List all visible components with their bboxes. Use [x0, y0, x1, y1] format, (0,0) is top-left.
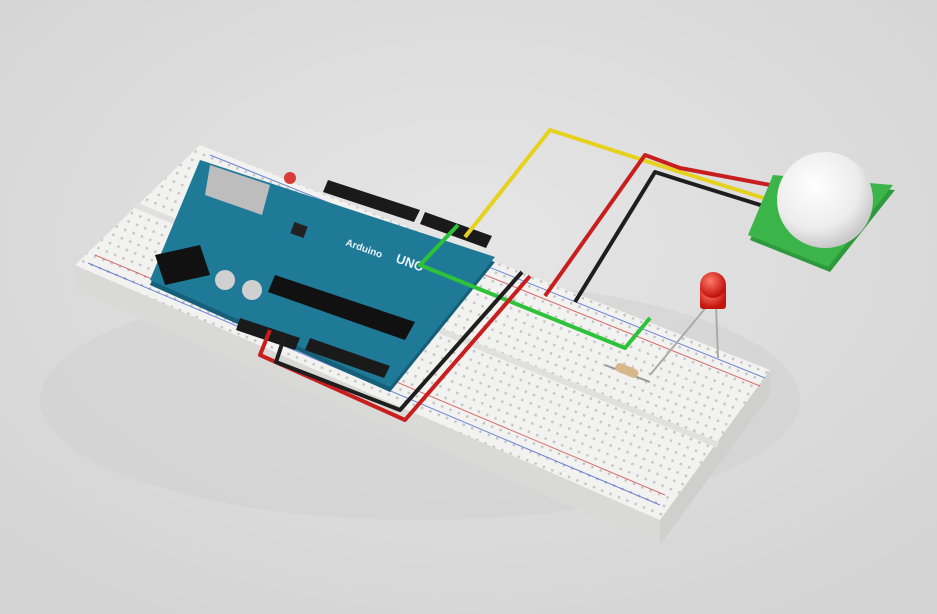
- pir-motion-sensor: [748, 152, 895, 272]
- analog-header: [305, 338, 390, 378]
- pir-dome: [777, 152, 873, 248]
- wire-green: [418, 223, 652, 350]
- resistor: [604, 363, 651, 383]
- arduino-uno-board: Arduino UNO: [150, 160, 495, 392]
- wire-yellow: [463, 128, 771, 239]
- wire-red-ground: [258, 274, 532, 422]
- capacitor: [215, 270, 235, 290]
- power-jack: [155, 245, 210, 285]
- wires: [258, 128, 771, 422]
- digital-header: [323, 180, 420, 222]
- led: [649, 272, 726, 376]
- reset-button[interactable]: [284, 172, 296, 184]
- wire-black-ground: [274, 270, 524, 412]
- wire-red: [543, 153, 771, 298]
- usb-port: [205, 165, 270, 215]
- capacitor: [242, 280, 262, 300]
- microcontroller-chip: [268, 275, 415, 340]
- wire-black: [573, 170, 771, 304]
